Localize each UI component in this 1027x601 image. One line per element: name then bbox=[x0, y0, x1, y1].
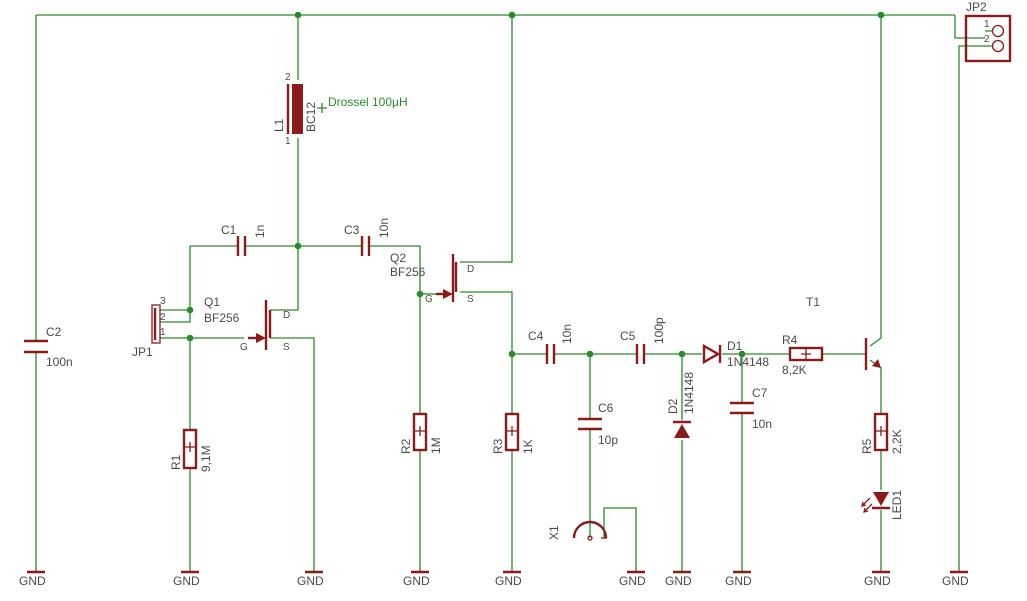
l1-value: BC12 bbox=[304, 102, 318, 132]
c6-name: C6 bbox=[598, 401, 614, 415]
jp2-pin-1: 1 bbox=[984, 19, 990, 30]
jp1-pin-3: 3 bbox=[160, 296, 166, 307]
svg-text:GND: GND bbox=[297, 574, 324, 588]
wires bbox=[35, 14, 985, 572]
capacitor-c3: C3 10n bbox=[344, 218, 391, 256]
r4-name: R4 bbox=[782, 333, 798, 347]
jp2-pin-2: 2 bbox=[984, 34, 990, 45]
x1-name: X1 bbox=[547, 525, 561, 540]
junctions bbox=[186, 11, 885, 358]
gnd-r1: GND bbox=[173, 570, 200, 588]
resistor-r3: R3 1K bbox=[491, 412, 535, 454]
resistor-r4: R4 8,2K bbox=[782, 333, 824, 377]
c7-name: C7 bbox=[752, 386, 768, 400]
c3-name: C3 bbox=[344, 223, 360, 237]
svg-text:GND: GND bbox=[495, 574, 522, 588]
r5-value: 2,2K bbox=[890, 429, 904, 454]
l1-note: Drossel 100µH bbox=[328, 95, 408, 109]
diode-d2: D2 1N4148 bbox=[666, 372, 696, 438]
r1-value: 9,1M bbox=[199, 445, 213, 472]
q2-value: BF256 bbox=[390, 265, 426, 279]
d1-name: D1 bbox=[727, 339, 743, 353]
r3-value: 1K bbox=[521, 439, 535, 454]
r1-name: R1 bbox=[169, 454, 183, 470]
resistor-r2: R2 1M bbox=[399, 412, 443, 454]
l1-pin-bottom: 1 bbox=[285, 136, 291, 147]
q2-gate-label: G bbox=[425, 294, 433, 305]
capacitor-c5: C5 100p bbox=[620, 317, 666, 364]
c4-value: 10n bbox=[560, 324, 574, 344]
r2-name: R2 bbox=[399, 438, 413, 454]
d1-value: 1N4148 bbox=[727, 355, 769, 369]
gnd-r3: GND bbox=[495, 570, 522, 588]
capacitor-c6: C6 10p bbox=[578, 401, 618, 447]
r5-name: R5 bbox=[860, 438, 874, 454]
svg-text:GND: GND bbox=[665, 574, 692, 588]
q2-drain-label: D bbox=[467, 264, 474, 275]
l1-name: L1 bbox=[272, 118, 286, 132]
inductor-l1: 2 1 L1 BC12 Drossel 100µH bbox=[272, 72, 408, 147]
q1-name: Q1 bbox=[204, 295, 220, 309]
c1-value: 1n bbox=[253, 225, 267, 238]
c3-value: 10n bbox=[377, 218, 391, 238]
connector-jp2: 1 2 JP2 bbox=[964, 0, 1012, 63]
resistor-r5: R5 2,2K bbox=[860, 412, 904, 454]
q2-name: Q2 bbox=[390, 251, 406, 265]
c2-value: 100n bbox=[46, 355, 73, 369]
c1-name: C1 bbox=[221, 223, 237, 237]
capacitor-c4: C4 10n bbox=[528, 324, 574, 364]
c4-name: C4 bbox=[528, 329, 544, 343]
transistor-q1: Q1 BF256 G D S bbox=[204, 295, 290, 353]
svg-text:GND: GND bbox=[725, 574, 752, 588]
led1-name: LED1 bbox=[890, 490, 904, 520]
svg-text:GND: GND bbox=[173, 574, 200, 588]
gnd-d2: GND bbox=[665, 570, 692, 588]
capacitor-c2: C2 100n bbox=[24, 325, 73, 369]
svg-text:GND: GND bbox=[942, 574, 969, 588]
c7-value: 10n bbox=[752, 417, 772, 431]
q1-value: BF256 bbox=[204, 311, 240, 325]
gnd-jp2: GND bbox=[942, 570, 969, 588]
q1-gate-label: G bbox=[240, 342, 248, 353]
d2-name: D2 bbox=[666, 398, 680, 414]
t1-name: T1 bbox=[806, 295, 820, 309]
svg-text:GND: GND bbox=[619, 574, 646, 588]
svg-text:GND: GND bbox=[403, 574, 430, 588]
svg-text:GND: GND bbox=[19, 574, 46, 588]
capacitor-c1: C1 1n bbox=[221, 223, 267, 256]
q1-drain-label: D bbox=[283, 310, 290, 321]
diode-d1: D1 1N4148 bbox=[702, 339, 769, 369]
r3-name: R3 bbox=[491, 438, 505, 454]
gnd-q1: GND bbox=[297, 570, 324, 588]
c5-name: C5 bbox=[620, 329, 636, 343]
r4-value: 8,2K bbox=[782, 363, 807, 377]
jp1-name: JP1 bbox=[132, 345, 153, 359]
q1-source-label: S bbox=[283, 342, 290, 353]
jp1-pin-2: 2 bbox=[160, 312, 166, 323]
r2-value: 1M bbox=[429, 437, 443, 454]
gnd-symbols: GND GND GND GND GND GND GND GND GND GND bbox=[19, 570, 969, 588]
q2-source-label: S bbox=[467, 294, 474, 305]
jp2-name: JP2 bbox=[966, 0, 987, 14]
transistor-t1: T1 bbox=[806, 295, 881, 370]
l1-pin-top: 2 bbox=[285, 72, 291, 83]
gnd-c2: GND bbox=[19, 570, 46, 588]
d2-value: 1N4148 bbox=[682, 372, 696, 414]
gnd-x1: GND bbox=[619, 570, 646, 588]
resistor-r1: R1 9,1M bbox=[169, 428, 213, 472]
jumper-jp1: 3 2 1 JP1 bbox=[132, 296, 166, 359]
gnd-r2: GND bbox=[403, 570, 430, 588]
antenna-x1: X1 bbox=[547, 520, 608, 541]
led-led1: LED1 bbox=[861, 490, 904, 520]
gnd-led1: GND bbox=[864, 570, 891, 588]
c6-value: 10p bbox=[598, 433, 618, 447]
jp1-pin-1: 1 bbox=[160, 327, 166, 338]
gnd-c7: GND bbox=[725, 570, 752, 588]
c2-name: C2 bbox=[46, 325, 62, 339]
transistor-q2: Q2 BF256 G D S bbox=[390, 251, 474, 305]
svg-text:GND: GND bbox=[864, 574, 891, 588]
c5-value: 100p bbox=[652, 317, 666, 344]
capacitor-c7: C7 10n bbox=[730, 386, 772, 431]
